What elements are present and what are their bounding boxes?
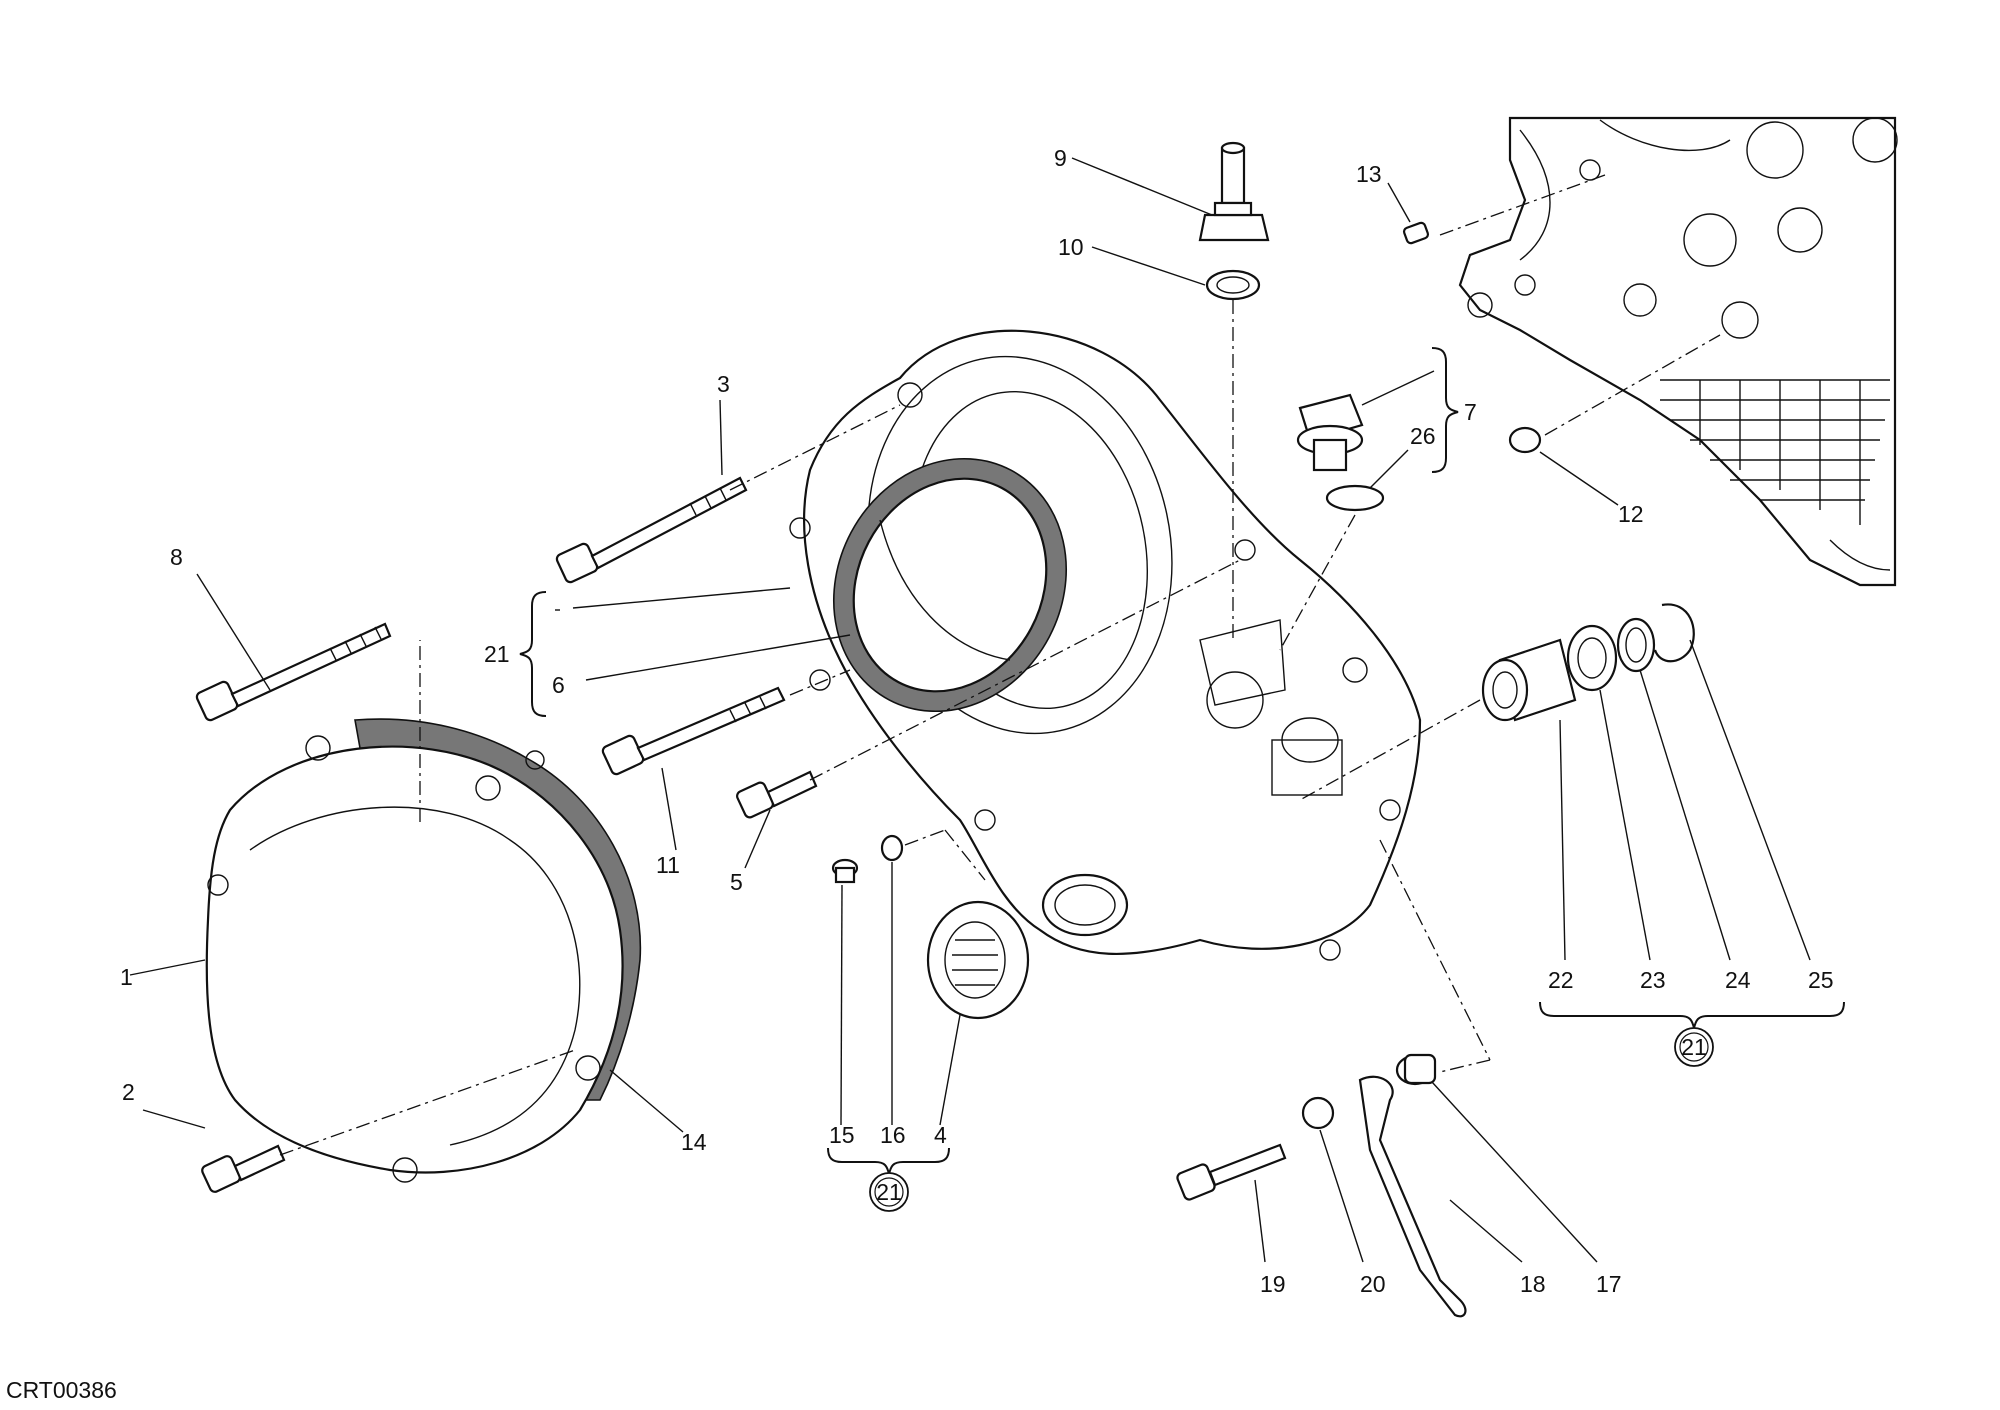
callout-6: 6 bbox=[552, 672, 565, 698]
oil-seal-ring-6 bbox=[832, 457, 1068, 713]
callout-8: 8 bbox=[170, 544, 183, 570]
bolt-3 bbox=[555, 476, 748, 584]
bearing-group bbox=[1481, 603, 1695, 722]
sensor-9 bbox=[1198, 141, 1270, 242]
bolt-19 bbox=[1176, 1143, 1287, 1201]
callout-2: 2 bbox=[122, 1079, 135, 1105]
callout-7: 7 bbox=[1464, 399, 1477, 425]
clip-18 bbox=[1358, 1075, 1467, 1318]
callout-22: 22 bbox=[1548, 967, 1574, 993]
brace-left bbox=[519, 591, 547, 717]
kit-marker-right: 21 bbox=[1674, 1027, 1714, 1067]
kit-marker-bottom-label: 21 bbox=[876, 1179, 902, 1205]
callout-12: 12 bbox=[1618, 501, 1644, 527]
leader-lines bbox=[129, 157, 1811, 1263]
callout-11: 11 bbox=[656, 852, 680, 878]
callout-1: 1 bbox=[120, 964, 133, 990]
o-ring-26 bbox=[1325, 484, 1385, 512]
oil-filler-plug-7 bbox=[1296, 393, 1364, 472]
clutch-cover-illustration bbox=[205, 718, 642, 1183]
callout-25: 25 bbox=[1808, 967, 1834, 993]
callout-3: 3 bbox=[717, 371, 730, 397]
seal-4 bbox=[926, 900, 1030, 1020]
callout-13: 13 bbox=[1356, 161, 1382, 187]
callout-26: 26 bbox=[1410, 423, 1436, 449]
callout-15: 15 bbox=[829, 1122, 855, 1148]
bolt-2 bbox=[201, 1144, 286, 1193]
callout-18: 18 bbox=[1520, 1271, 1546, 1297]
callout-5: 5 bbox=[730, 869, 743, 895]
callout-17: 17 bbox=[1596, 1271, 1622, 1297]
dowel-13 bbox=[1402, 221, 1430, 245]
plug-15 bbox=[831, 858, 859, 884]
callout-20: 20 bbox=[1360, 1271, 1386, 1297]
callout-14: 14 bbox=[681, 1129, 707, 1155]
kit-marker-right-label: 21 bbox=[1681, 1034, 1707, 1060]
kit-marker-bottom: 21 bbox=[869, 1172, 909, 1212]
washer-16 bbox=[880, 834, 904, 862]
washer-10 bbox=[1205, 269, 1261, 301]
drawing-code: CRT00386 bbox=[6, 1377, 117, 1403]
brace-7 bbox=[1431, 347, 1459, 473]
callout-19: 19 bbox=[1260, 1271, 1286, 1297]
brace-bottom bbox=[827, 1147, 950, 1175]
o-ring-12 bbox=[1508, 426, 1542, 454]
washer-20 bbox=[1301, 1096, 1335, 1130]
alignment-lines bbox=[279, 174, 1721, 1156]
callout-10: 10 bbox=[1058, 234, 1084, 260]
brace-right bbox=[1539, 1001, 1845, 1029]
bolt-8 bbox=[195, 622, 392, 722]
callout-21: 21 bbox=[484, 641, 510, 667]
spacer-17 bbox=[1395, 1053, 1437, 1086]
callout-16: 16 bbox=[880, 1122, 906, 1148]
callout-9: 9 bbox=[1054, 145, 1067, 171]
callout-23: 23 bbox=[1640, 967, 1666, 993]
crankcase-illustration bbox=[1458, 116, 1898, 587]
bolt-5 bbox=[736, 770, 818, 819]
callout-4: 4 bbox=[934, 1122, 947, 1148]
callout-labels: 1 2 3 4 5 6 7 8 9 10 11 12 13 14 15 16 1… bbox=[120, 145, 1834, 1297]
callout-24: 24 bbox=[1725, 967, 1751, 993]
bolt-11 bbox=[601, 686, 786, 776]
